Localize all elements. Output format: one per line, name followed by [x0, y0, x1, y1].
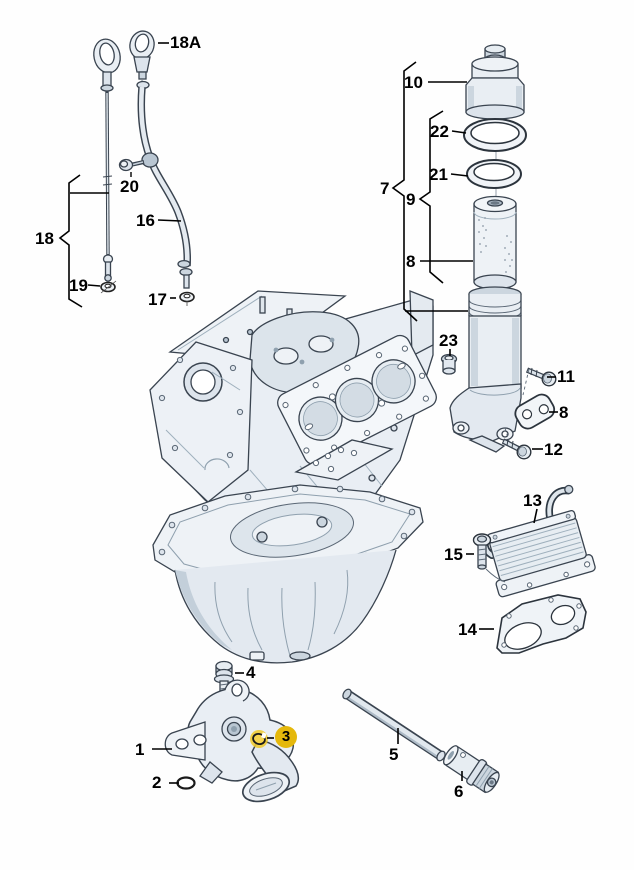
part-label-14[interactable]: 14	[458, 620, 477, 639]
part-label-2[interactable]: 2	[152, 773, 162, 792]
retaining-clip-3	[250, 730, 268, 748]
part-label-17[interactable]: 17	[148, 290, 167, 309]
o-ring-21	[466, 159, 522, 189]
part-label-4[interactable]: 4	[246, 663, 256, 682]
dipstick-seal-19	[100, 280, 117, 294]
oil-filter-element-8	[473, 195, 517, 290]
oil-pan	[152, 484, 424, 664]
leader-lines	[87, 42, 558, 784]
part-label-16[interactable]: 16	[136, 211, 155, 230]
part-label-8-gasket[interactable]: 8	[559, 403, 569, 422]
part-label-6[interactable]: 6	[454, 782, 464, 801]
part-label-1[interactable]: 1	[135, 740, 145, 759]
part-label-12[interactable]: 12	[544, 440, 563, 459]
tube-seal-17	[179, 291, 195, 306]
oil-dipstick	[93, 38, 121, 282]
drive-shaft-5	[342, 688, 451, 762]
part-label-15[interactable]: 15	[444, 545, 463, 564]
part-label-9[interactable]: 9	[406, 190, 416, 209]
o-ring-22	[463, 118, 527, 152]
dipstick-funnel-18A	[129, 30, 155, 84]
part-label-3-highlighted[interactable]: 3	[275, 726, 297, 748]
oil-pump-1	[164, 679, 300, 803]
cooler-gasket-14	[496, 594, 587, 654]
part-label-13[interactable]: 13	[523, 491, 542, 510]
part-label-7[interactable]: 7	[380, 179, 390, 198]
part-label-19[interactable]: 19	[69, 276, 88, 295]
part-label-23[interactable]: 23	[439, 331, 458, 350]
part-label-5[interactable]: 5	[389, 745, 399, 764]
housing-gasket-8	[514, 393, 556, 430]
tube-bolt-20	[118, 158, 145, 177]
oil-filter-housing-7	[449, 286, 522, 453]
oil-baffle-plate	[294, 439, 394, 481]
engine-block-front-face	[149, 341, 253, 503]
part-label-20[interactable]: 20	[120, 177, 139, 196]
part-label-18[interactable]: 18	[35, 229, 54, 248]
screw-11	[525, 367, 557, 387]
dipstick-guide-tube-16	[136, 80, 193, 289]
part-label-18A[interactable]: 18A	[170, 33, 202, 52]
pump-o-ring-2	[176, 776, 196, 790]
screw-12	[501, 438, 532, 460]
sealing-plug-23	[440, 353, 458, 375]
drive-coupler-6	[443, 745, 500, 794]
cooler-bolt-15	[472, 533, 506, 583]
oil-cooler-13	[481, 484, 596, 598]
oil-filter-cap-10	[465, 44, 525, 120]
part-label-21[interactable]: 21	[429, 165, 448, 184]
part-label-11[interactable]: 11	[557, 367, 575, 386]
part-label-22[interactable]: 22	[430, 122, 449, 141]
part-label-8-filter[interactable]: 8	[406, 252, 416, 271]
grouping-brackets	[58, 61, 468, 322]
part-label-10[interactable]: 10	[404, 73, 423, 92]
cylinder-head-gasket-face	[277, 334, 437, 466]
